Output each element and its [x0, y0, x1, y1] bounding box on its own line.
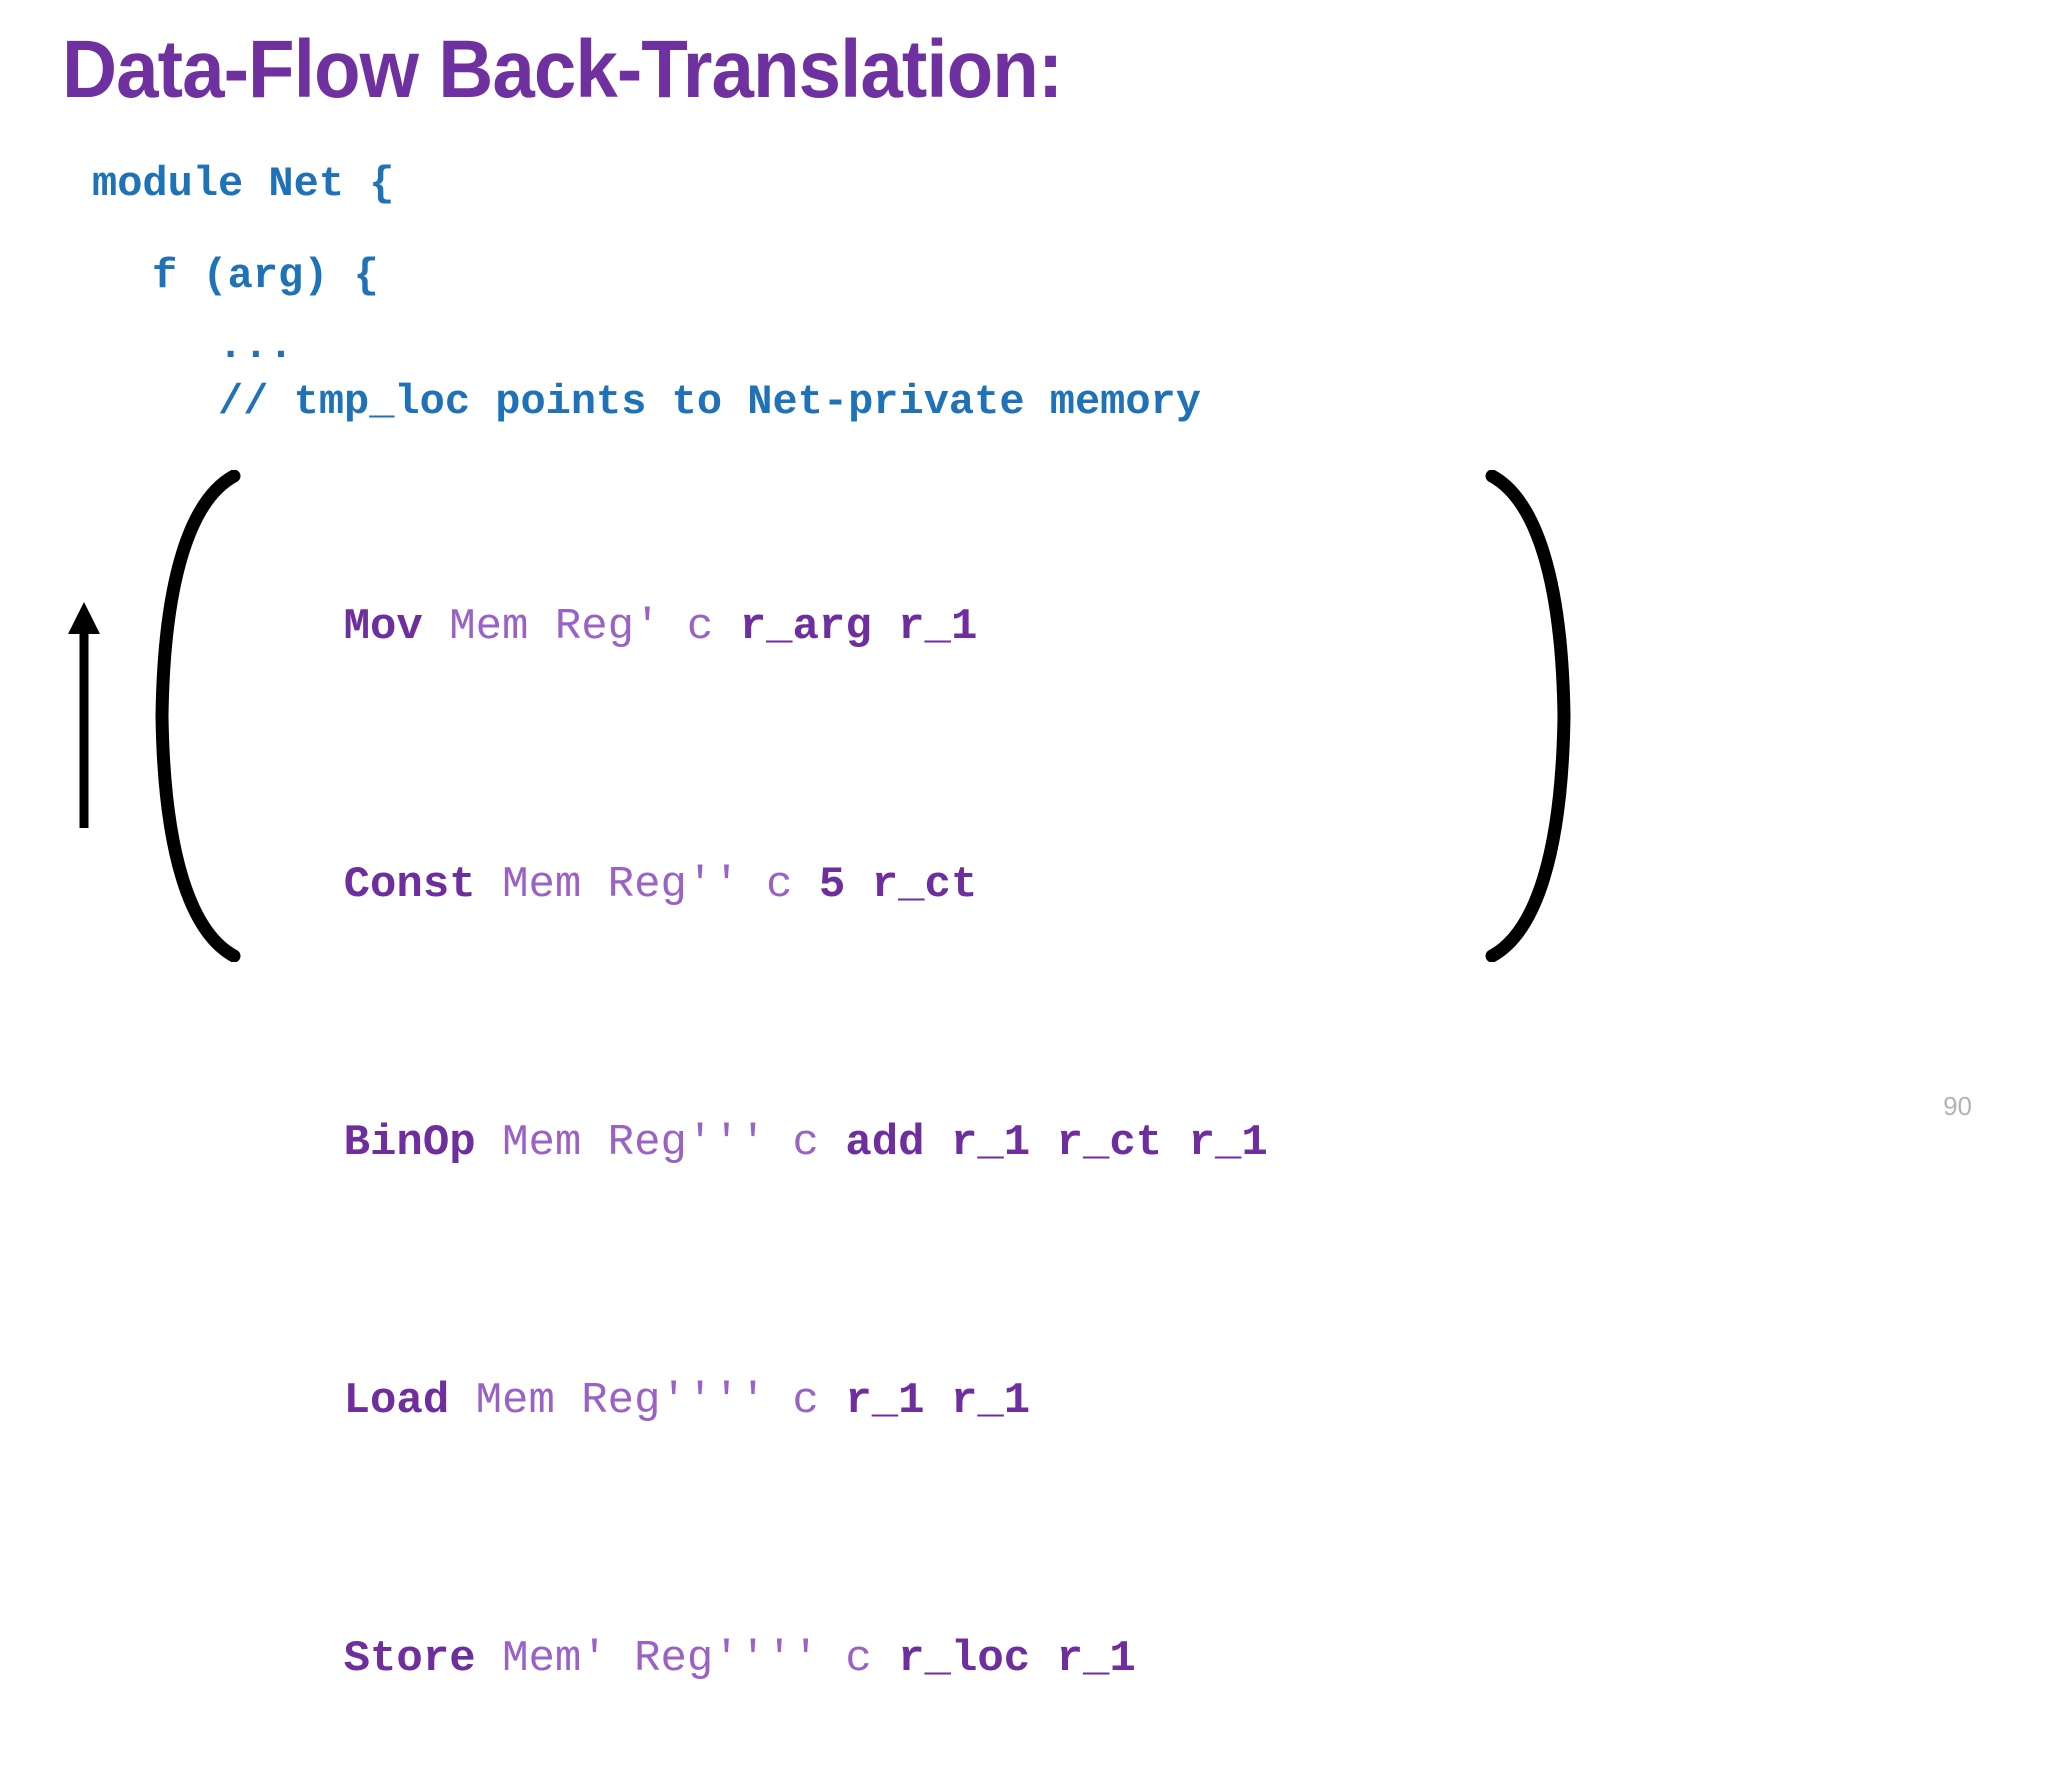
instruction-opcode: BinOp [343, 1118, 476, 1168]
instruction-state: Mem Reg' c [449, 602, 714, 652]
instruction-opcode: Load [343, 1376, 450, 1426]
instruction-operands: r_loc r_1 [898, 1634, 1136, 1684]
instruction-list: Mov Mem Reg' c r_arg r_1 Const Mem Reg''… [238, 498, 1478, 1788]
instruction-opcode: Const [343, 860, 476, 910]
code-line-module-decl: module Net { [92, 160, 395, 208]
code-line-comment: // tmp_loc points to Net-private memory [218, 378, 1201, 426]
instruction-state: Mem' Reg'''' c [502, 1634, 872, 1684]
instruction-operands: r_arg r_1 [739, 602, 978, 652]
instruction-operands: add r_1 r_ct r_1 [845, 1118, 1268, 1168]
instruction-row-binop: BinOp Mem Reg''' c add r_1 r_ct r_1 [238, 1014, 1478, 1272]
instruction-state: Mem Reg''' c [502, 1118, 819, 1168]
left-bracket-icon [155, 470, 241, 962]
code-line-function-decl: f (arg) { [152, 252, 379, 300]
instruction-opcode: Mov [343, 602, 423, 652]
code-line-ellipsis: ... [218, 322, 294, 370]
instruction-operands: r_1 r_1 [845, 1376, 1031, 1426]
page-number: 90 [1943, 1091, 1972, 1121]
page-title: Data-Flow Back-Translation: [62, 24, 1063, 115]
instruction-row-load: Load Mem Reg'''' c r_1 r_1 [238, 1272, 1478, 1530]
right-bracket-icon [1485, 470, 1571, 962]
instruction-row-mov: Mov Mem Reg' c r_arg r_1 [238, 498, 1478, 756]
up-arrow-icon [68, 602, 100, 828]
instruction-state: Mem Reg'' c [502, 860, 793, 910]
instruction-row-const: Const Mem Reg'' c 5 r_ct [238, 756, 1478, 1014]
instruction-opcode: Store [343, 1634, 476, 1684]
instruction-operands: 5 r_ct [818, 860, 978, 910]
instruction-row-store: Store Mem' Reg'''' c r_loc r_1 [238, 1530, 1478, 1788]
instruction-state: Mem Reg'''' c [475, 1376, 819, 1426]
